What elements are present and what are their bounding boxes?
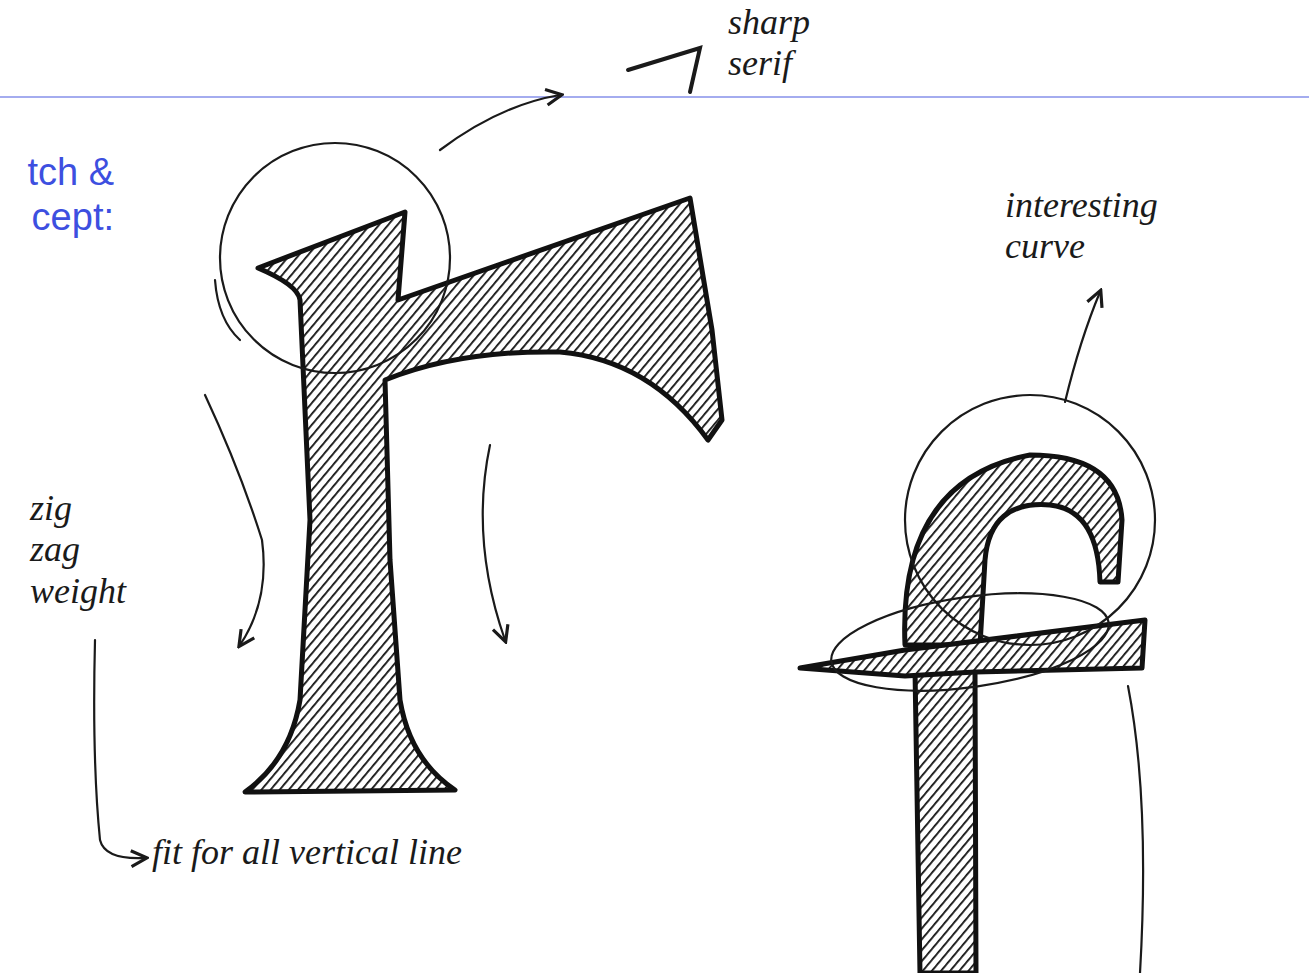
handwritten-note: zig zag weight: [30, 488, 126, 612]
handwritten-note: fit for all vertical line: [152, 832, 462, 873]
rule-line: [0, 96, 1309, 97]
leader-line: [94, 640, 145, 858]
callout-ellipse: [825, 578, 1115, 706]
leader-line: [440, 95, 560, 150]
sketch-stroke: [1128, 686, 1143, 973]
handwritten-note: sharp serif: [728, 2, 810, 85]
callout-circle: [220, 143, 450, 373]
heading: tch & cept:: [2, 150, 114, 240]
letter-r: [245, 198, 722, 792]
sketch-stroke: [215, 280, 240, 340]
leader-line: [483, 445, 505, 640]
letter-f: [800, 455, 1145, 973]
callout-circle: [905, 395, 1155, 645]
handwritten-note: interesting curve: [1005, 185, 1158, 268]
serif-symbol: [628, 48, 700, 92]
leader-line: [205, 395, 264, 645]
leader-line: [1065, 292, 1100, 402]
annotation-strokes: [94, 48, 1155, 973]
